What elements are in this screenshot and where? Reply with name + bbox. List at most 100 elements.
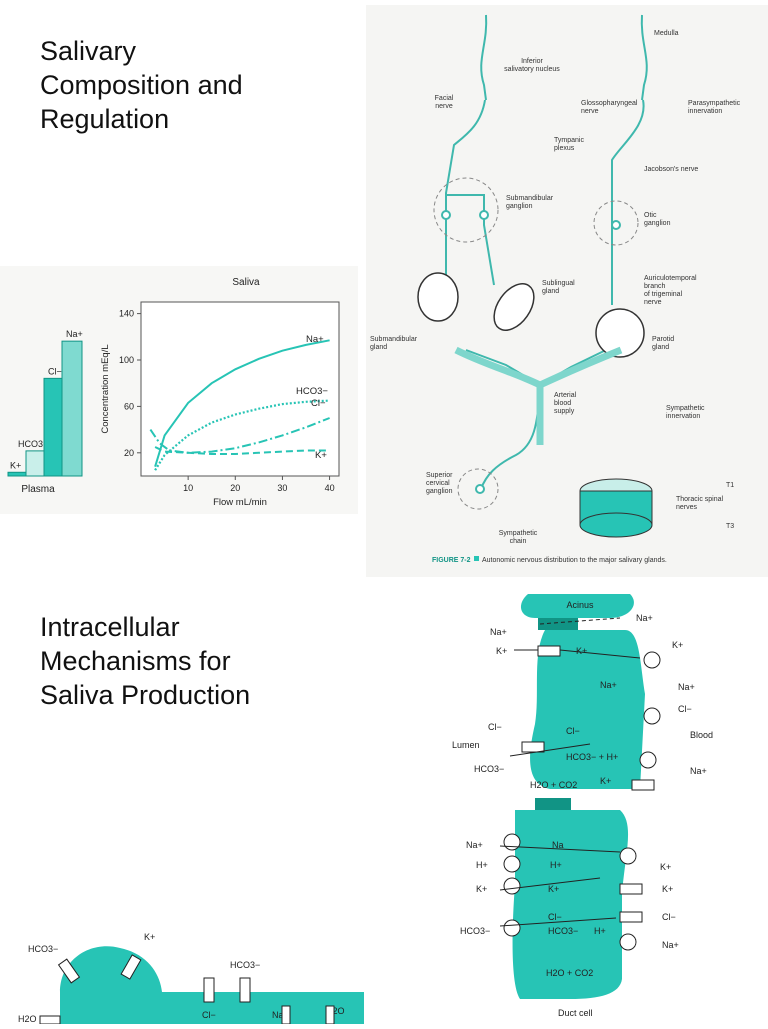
x-tick-label: 30	[277, 483, 287, 493]
thoracic-cord-bottom	[579, 512, 653, 538]
glossopharyngeal-path	[611, 99, 645, 305]
series-line-hco3	[154, 399, 330, 471]
ion-k: K+	[576, 646, 587, 656]
ion-hco3-h: HCO3− + H+	[566, 752, 618, 762]
transporter-circle	[619, 933, 637, 951]
series-line-cl	[149, 417, 330, 454]
plasma-bar-hco3	[25, 450, 47, 477]
y-tick-label: 140	[119, 309, 134, 319]
acinus-shape	[520, 594, 634, 618]
ion-na: Na+	[466, 840, 483, 850]
plot-area	[140, 301, 340, 477]
duct-cell-panel: Acinus Lumen Blood Duct cell Na+ Na+ K+ …	[440, 594, 768, 1020]
ion-na: Na+	[636, 613, 653, 623]
plasma-label: Plasma	[21, 484, 55, 495]
transporter-box	[537, 645, 561, 657]
ion-na: Na+	[678, 682, 695, 692]
ion-na: Na+	[490, 627, 507, 637]
series-label-hco3: HCO3−	[296, 386, 328, 397]
plasma-label-na: Na+	[66, 329, 83, 339]
ion-na-plain: Na	[552, 840, 564, 850]
series-group	[149, 339, 330, 471]
ion-h: H+	[594, 926, 606, 936]
transporter-box	[281, 1005, 291, 1025]
plasma-bar-k	[7, 471, 29, 477]
label-t3: T3	[726, 523, 734, 530]
ion-cl: Cl−	[202, 1010, 216, 1020]
label-duct-cell: Duct cell	[558, 1008, 593, 1018]
ion-k: K+	[672, 640, 683, 650]
transporter-box	[39, 1015, 61, 1025]
label-jacobson: Jacobson's nerve	[644, 166, 698, 173]
ion-cl: Cl−	[678, 704, 692, 714]
upper-duct-cell	[530, 630, 645, 789]
ion-cl: Cl−	[488, 722, 502, 732]
transporter-box	[619, 911, 643, 923]
chart-title: Saliva	[232, 277, 260, 288]
ion-k: K+	[660, 862, 671, 872]
label-blood: Blood	[690, 730, 713, 740]
ion-hco3: HCO3−	[230, 960, 260, 970]
flux-arrow	[499, 917, 617, 927]
medulla-right-edge	[640, 14, 648, 101]
lower-duct-cell	[512, 810, 629, 999]
transporter-box	[120, 954, 142, 980]
transporter-box	[521, 741, 545, 753]
transporter-box	[203, 977, 215, 1003]
transporter-circle	[643, 707, 661, 725]
y-tick-label: 60	[124, 401, 134, 411]
ion-h: H+	[550, 860, 562, 870]
flux-arrow	[559, 649, 641, 659]
ion-hco3: HCO3−	[460, 926, 490, 936]
title-line: Intracellular	[40, 612, 180, 642]
transporter-circle	[503, 877, 521, 895]
duct-cell-diagram: Acinus Lumen Blood Duct cell Na+ Na+ K+ …	[452, 594, 713, 1018]
cell-junction	[535, 798, 571, 810]
submandibular-ganglion-circle	[433, 177, 499, 243]
transporter-circle	[503, 833, 521, 851]
y-tick-label: 20	[124, 448, 134, 458]
ganglion-node	[441, 210, 451, 220]
title-line: Mechanisms for	[40, 646, 231, 676]
label-medulla: Medulla	[654, 30, 679, 37]
series-label-k: K+	[315, 450, 327, 461]
ion-k: K+	[496, 646, 507, 656]
title-line: Saliva Production	[40, 680, 251, 710]
transporter-box	[239, 977, 251, 1003]
plasma-bar-group: K+ HCO3− Cl− Na+	[7, 329, 83, 477]
superior-cervical-ganglion-circle	[457, 468, 499, 510]
ion-na: Na+	[272, 1010, 289, 1020]
ion-cl: Cl−	[566, 726, 580, 736]
series-label-cl: Cl−	[311, 398, 326, 409]
series-line-k	[154, 446, 330, 455]
label-t1: T1	[726, 482, 734, 489]
title-intracellular-mechanisms: Intracellular Mechanisms for Saliva Prod…	[40, 610, 250, 712]
plasma-label-hco3: HCO3−	[18, 439, 48, 449]
plasma-label-cl: Cl−	[48, 366, 62, 376]
ion-na: Na+	[600, 680, 617, 690]
plasma-label-k: K+	[10, 460, 21, 470]
acinus-junction	[538, 618, 578, 630]
series-line-na	[154, 339, 330, 467]
flux-arrow	[499, 845, 621, 853]
x-tick-label: 40	[325, 483, 335, 493]
title-line: Regulation	[40, 104, 170, 134]
otic-ganglion-circle	[593, 200, 639, 246]
ion-h2o-co2: H2O + CO2	[530, 780, 577, 790]
ion-h: H+	[476, 860, 488, 870]
ion-k: K+	[548, 884, 559, 894]
